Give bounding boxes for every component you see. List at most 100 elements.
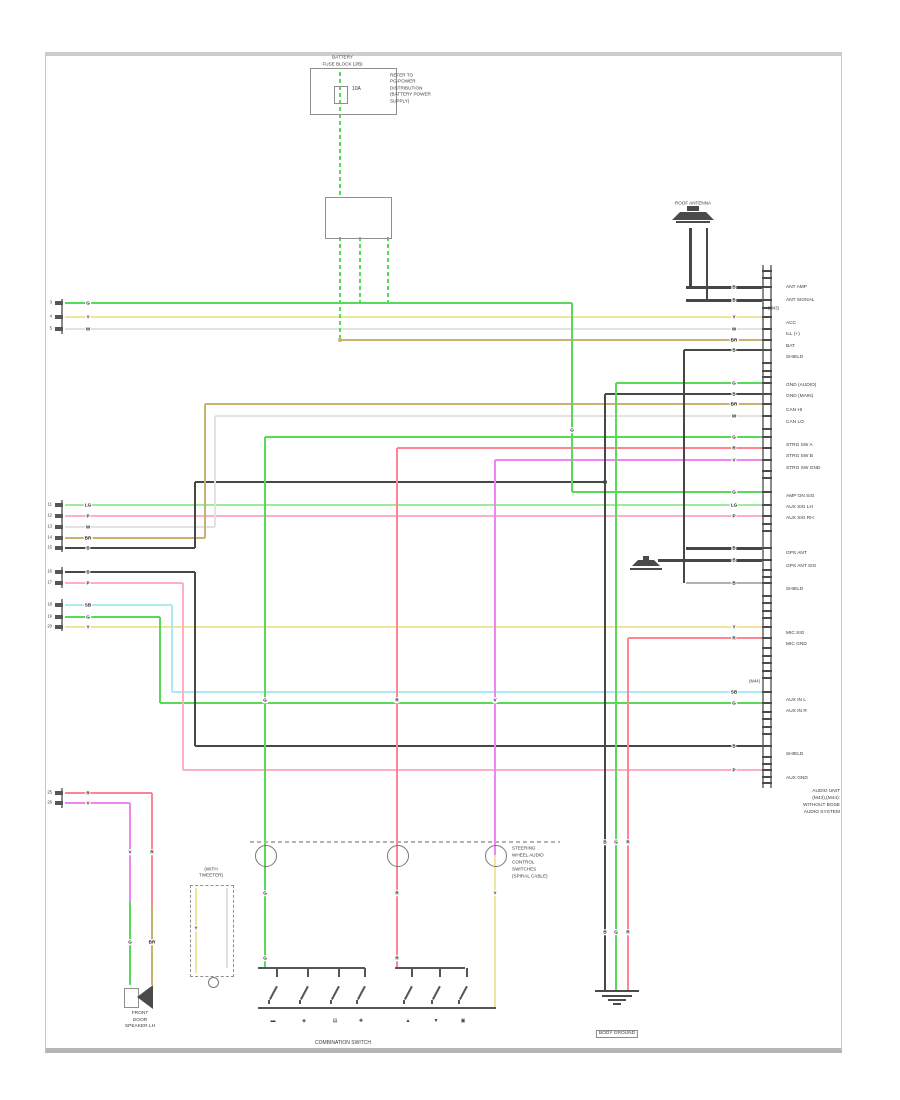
- wire-color-code: B: [602, 839, 608, 845]
- bus-pin-tick: [762, 646, 773, 650]
- wire-vertical: [339, 237, 341, 340]
- wire-color-code: SB: [83, 602, 93, 608]
- audio-unit-bus-line: [762, 265, 764, 788]
- wire-color-code: G: [731, 434, 737, 440]
- ground-symbol: [608, 999, 626, 1002]
- bus-pin-tick: [762, 636, 773, 640]
- roof-antenna-icon: [687, 206, 699, 211]
- tweeter-option-box: [190, 885, 234, 977]
- spiral-cable-connector: [387, 845, 409, 867]
- wire-color-code: P: [731, 513, 737, 519]
- wire-color-code: V: [85, 800, 91, 806]
- bus-pin-label: CAN LO: [786, 420, 804, 426]
- bus-pin-label: AUX GND: [786, 776, 808, 782]
- fuse-amp-label: 10A: [352, 86, 361, 93]
- left-pin-number: 3: [49, 299, 52, 305]
- left-connector-pin: [55, 570, 63, 574]
- joint-connector-box: [325, 197, 392, 239]
- bus-pin-tick: [762, 298, 773, 302]
- switch-lower-stub: [330, 1000, 332, 1008]
- switch-function-icon: ▣: [460, 1018, 466, 1025]
- bus-pin-tick: [762, 361, 773, 365]
- bus-pin-tick: [762, 490, 773, 494]
- left-connector-pin: [55, 536, 63, 540]
- wire-color-code: B: [731, 580, 737, 586]
- bus-pin-tick: [762, 381, 773, 385]
- switch-contact-stub: [364, 968, 366, 977]
- speaker-label-line: DOOR: [132, 1017, 148, 1023]
- switch-function-icon: ▬: [270, 1018, 276, 1025]
- wire-color-code: Y: [492, 890, 498, 896]
- wire-color-code: LG: [729, 502, 739, 508]
- wire-horizontal: [495, 459, 763, 461]
- wire-color-code: V: [492, 697, 498, 703]
- switch-contact-stub: [307, 968, 309, 977]
- wire-vertical: [359, 237, 361, 303]
- bus-pin-tick: [762, 601, 773, 605]
- switch-bus-b: [395, 967, 465, 969]
- wire-color-code: G: [262, 955, 268, 961]
- wire-horizontal: [65, 504, 763, 506]
- wire-horizontal: [183, 769, 763, 771]
- wire-vertical: [193, 482, 197, 548]
- left-pin-number: 12: [47, 512, 52, 518]
- steering-note-line: WHEEL AUDIO: [512, 852, 544, 858]
- ground-symbol: [613, 1003, 621, 1006]
- wire-color-code: R: [731, 635, 737, 641]
- bus-pin-tick: [762, 522, 773, 526]
- wire-color-code: G: [731, 380, 737, 386]
- bus-pin-tick: [762, 469, 773, 473]
- left-pin-number: 4: [49, 313, 52, 319]
- bus-pin-label: CAN HI: [786, 408, 803, 414]
- wire-vertical: [396, 448, 398, 968]
- left-connector-pin: [55, 327, 63, 331]
- bus-pin-label: BAT: [786, 344, 795, 350]
- wire-horizontal: [572, 491, 763, 493]
- fuse-note-line: DISTRIBUTION: [390, 85, 423, 91]
- bus-pin-label: GND (AUDIO): [786, 383, 817, 389]
- wire-color-code: P: [85, 580, 91, 586]
- wire-vertical: [627, 638, 629, 990]
- wire-color-code: R: [394, 955, 400, 961]
- wire-horizontal: [65, 526, 215, 528]
- switch-function-icon: ▤: [332, 1018, 338, 1025]
- fuse-block-box: [310, 68, 397, 115]
- left-connector-pin: [55, 514, 63, 518]
- steering-note-line: SWITCHES: [512, 866, 537, 872]
- wire-color-code: G: [569, 427, 575, 433]
- bus-pin-tick: [762, 276, 773, 280]
- left-connector-pin: [55, 525, 63, 529]
- switch-lower-stub: [356, 1000, 358, 1008]
- bus-pin-tick: [762, 348, 773, 352]
- bus-pin-label: MIC SIG: [786, 631, 805, 637]
- fuse-note-line: REFER TO: [390, 72, 414, 78]
- left-pin-number: 16: [47, 568, 52, 574]
- terminal-circle: [207, 976, 219, 988]
- steering-note-line: (SPIRAL CABLE): [512, 873, 548, 879]
- wire-horizontal: [686, 546, 763, 550]
- bus-pin-tick: [762, 768, 773, 772]
- switch-blade: [357, 985, 366, 1000]
- wire-horizontal: [65, 546, 195, 550]
- wire-vertical: [603, 394, 607, 990]
- wire-color-code: W: [730, 413, 738, 419]
- left-pin-number: 19: [47, 613, 52, 619]
- wire-horizontal: [340, 339, 763, 341]
- wire-vertical: [151, 906, 153, 985]
- wire-horizontal: [65, 515, 763, 517]
- connector-id-label: (M44): [749, 678, 760, 684]
- switch-blade: [459, 985, 468, 1000]
- bus-pin-label: MIC GND: [786, 642, 807, 648]
- bus-pin-label: SHIELD: [786, 355, 804, 361]
- wire-horizontal: [628, 637, 763, 639]
- wire-color-code: P: [85, 513, 91, 519]
- wire-color-code: Y: [731, 624, 737, 630]
- wire-vertical: [214, 416, 216, 527]
- bus-pin-label: AUX IN L: [786, 698, 806, 704]
- bus-pin-tick: [762, 568, 773, 572]
- bus-pin-tick: [762, 594, 773, 598]
- wire-horizontal: [195, 481, 605, 483]
- switch-function-icon: ✚: [358, 1018, 364, 1025]
- bus-pin-tick: [762, 654, 773, 658]
